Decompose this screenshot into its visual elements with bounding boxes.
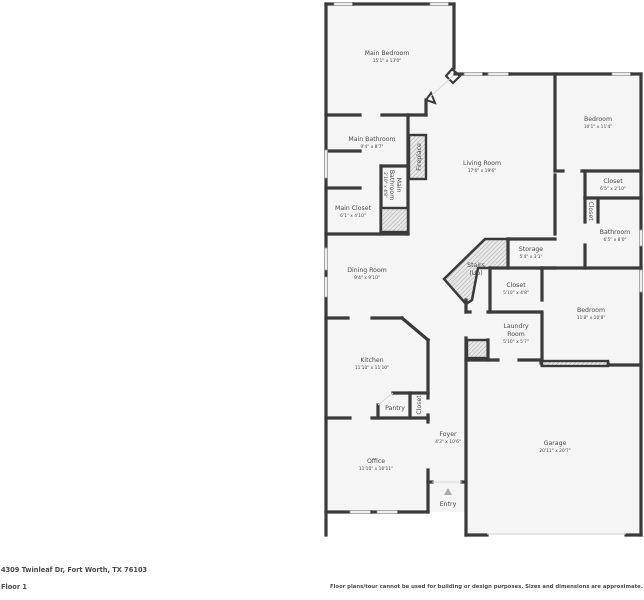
main-bath-walls [324, 113, 428, 236]
room-label-closet-2: Closet [506, 282, 526, 289]
room-label-bathroom: Bathroom [600, 229, 630, 236]
svg-text:17'6" x 19'6": 17'6" x 19'6" [468, 168, 497, 174]
room-label-kitchen: Kitchen [360, 357, 383, 364]
room-label-main-closet: Main Closet [335, 205, 372, 212]
svg-text:20'11" x 20'7": 20'11" x 20'7" [539, 448, 570, 454]
room-label-closet-1: Closet [603, 178, 623, 185]
svg-text:9'4" x 8'7": 9'4" x 8'7" [360, 144, 383, 150]
room-label-office: Office [367, 458, 385, 465]
room-label-entry: Entry [440, 501, 457, 508]
svg-text:5'10" x 5'7": 5'10" x 5'7" [503, 339, 529, 345]
room-label-dining-room: Dining Room [347, 267, 387, 274]
room-label-storage: Storage [519, 246, 543, 253]
room-label-foyer: Foyer [439, 431, 457, 438]
svg-text:4'3" x 10'6": 4'3" x 10'6" [435, 439, 461, 445]
room-label-garage: Garage [544, 440, 567, 447]
room-label-living-room: Living Room [463, 160, 501, 167]
svg-text:Bathroom: Bathroom [388, 170, 395, 200]
svg-text:6'1" x 4'10": 6'1" x 4'10" [340, 213, 366, 219]
svg-text:6'5" x 2'10": 6'5" x 2'10" [600, 186, 626, 192]
svg-text:11'8" x 10'8": 11'8" x 10'8" [577, 315, 606, 321]
floor-label: Floor 1 [1, 583, 27, 591]
property-address: 4309 Twinleaf Dr, Fort Worth, TX 76103 [1, 566, 148, 574]
svg-text:11'10" x 11'10": 11'10" x 11'10" [355, 365, 389, 371]
svg-text:6'5" x 8'0": 6'5" x 8'0" [603, 237, 626, 243]
svg-text:Room: Room [507, 331, 525, 338]
garage-walls [464, 533, 643, 537]
room-labels: Main Bedroom 15'1" x 13'0" Main Bathroom… [335, 50, 630, 508]
svg-text:9'4" x 9'10": 9'4" x 9'10" [354, 275, 380, 281]
room-label-bedroom-2: Bedroom [577, 307, 605, 314]
bedroom2-walls [539, 269, 643, 368]
office-walls [324, 416, 468, 514]
kitchen-walls [324, 247, 431, 422]
room-label-main-bathroom-small: Main [395, 178, 402, 193]
room-label-main-bedroom: Main Bedroom [365, 50, 410, 57]
laundry-walls [464, 336, 544, 537]
svg-text:5'10" x 4'8": 5'10" x 4'8" [503, 290, 529, 296]
svg-text:2'10" x 4'8": 2'10" x 4'8" [382, 172, 388, 198]
disclaimer-text: Floor plans/tour cannot be used for buil… [330, 584, 643, 590]
room-label-main-bathroom: Main Bathroom [348, 136, 395, 143]
living-walls [453, 72, 643, 537]
svg-text:11'10" x 10'11": 11'10" x 10'11" [359, 466, 393, 472]
room-label-stairs: Stairs [467, 262, 485, 269]
room-label-bedroom-1: Bedroom [584, 116, 612, 123]
room-label-laundry-room: Laundry [503, 323, 529, 330]
room-label-closet-small: Closet [587, 201, 594, 221]
room-label-closet-kitchen: Closet [416, 395, 423, 415]
svg-text:(Up): (Up) [469, 270, 482, 277]
svg-text:10'1" x 11'4": 10'1" x 11'4" [584, 124, 613, 130]
room-label-fireplace: Fireplace [416, 143, 423, 171]
stairs-walls [442, 237, 643, 367]
bedroom-bath-walls [553, 169, 643, 270]
svg-text:15'1" x 13'0": 15'1" x 13'0" [373, 58, 402, 64]
svg-text:5'4" x 3'1": 5'4" x 3'1" [519, 254, 542, 260]
room-label-pantry: Pantry [385, 405, 405, 412]
